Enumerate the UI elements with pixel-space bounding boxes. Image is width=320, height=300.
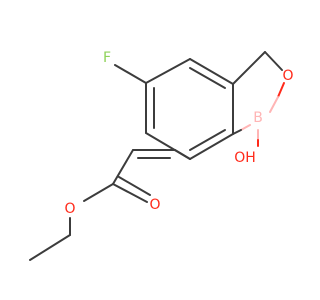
bond-c4-c5-inner [189, 129, 226, 151]
bond-c1-f [114, 64, 147, 84]
bond-c-o-ester [83, 183, 114, 202]
bond-o-b-pink [269, 96, 279, 113]
bond-ch-cco [112, 149, 134, 185]
bond-c5-ch [174, 149, 191, 160]
bond-c2-c3-inner [189, 67, 226, 89]
bond-o-b-red [277, 82, 285, 98]
molecule-diagram: F O B OH O O [29, 50, 294, 261]
bond-c4-c5 [189, 133, 234, 160]
atom-label-ester-carbonyl-oxygen: O [149, 197, 160, 213]
bond-b-c4 [240, 124, 251, 131]
bond-b-c4-grey [232, 129, 242, 135]
bond-c-o-carbonyl-double [118, 176, 151, 196]
atom-label-ring-oxygen: O [282, 68, 293, 84]
atom-label-fluorine: F [103, 50, 111, 66]
oxaborole-ring [232, 51, 285, 147]
bond-c3-ch2 [232, 51, 266, 85]
bond-ch2-ch3 [29, 234, 71, 261]
bond-c2-c3 [189, 58, 234, 85]
bond-c-o-carbonyl [112, 183, 148, 203]
bond-ch2-o [264, 51, 283, 71]
bond-c1-c2 [145, 58, 191, 84]
acrylate-chain [29, 149, 191, 261]
atom-label-boron: B [253, 110, 263, 126]
benzene-ring [145, 58, 234, 160]
atom-label-ester-oxygen: O [64, 201, 75, 217]
atom-label-hydroxyl: OH [234, 150, 256, 166]
